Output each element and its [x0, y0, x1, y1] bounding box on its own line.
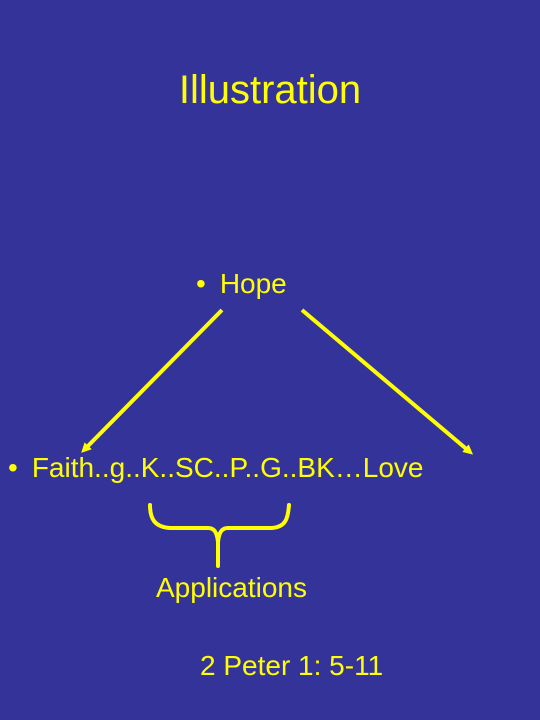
bullet-dot-icon: • — [8, 452, 18, 483]
scripture-reference: 2 Peter 1: 5-11 — [200, 650, 384, 681]
faith-text: Faith..g..K..SC..P..G..BK…Love — [31, 452, 424, 483]
hope-bullet-item: • Hope — [196, 266, 287, 302]
bullet-dot-icon: • — [196, 268, 206, 299]
arrow-right — [300, 308, 474, 455]
curly-brace — [148, 503, 291, 568]
arrow-left — [81, 308, 224, 453]
applications-label: Applications — [156, 572, 307, 603]
hope-text: Hope — [219, 268, 287, 299]
slide-title: Illustration — [178, 68, 362, 112]
faith-bullet-item: • Faith..g..K..SC..P..G..BK…Love — [8, 450, 423, 486]
